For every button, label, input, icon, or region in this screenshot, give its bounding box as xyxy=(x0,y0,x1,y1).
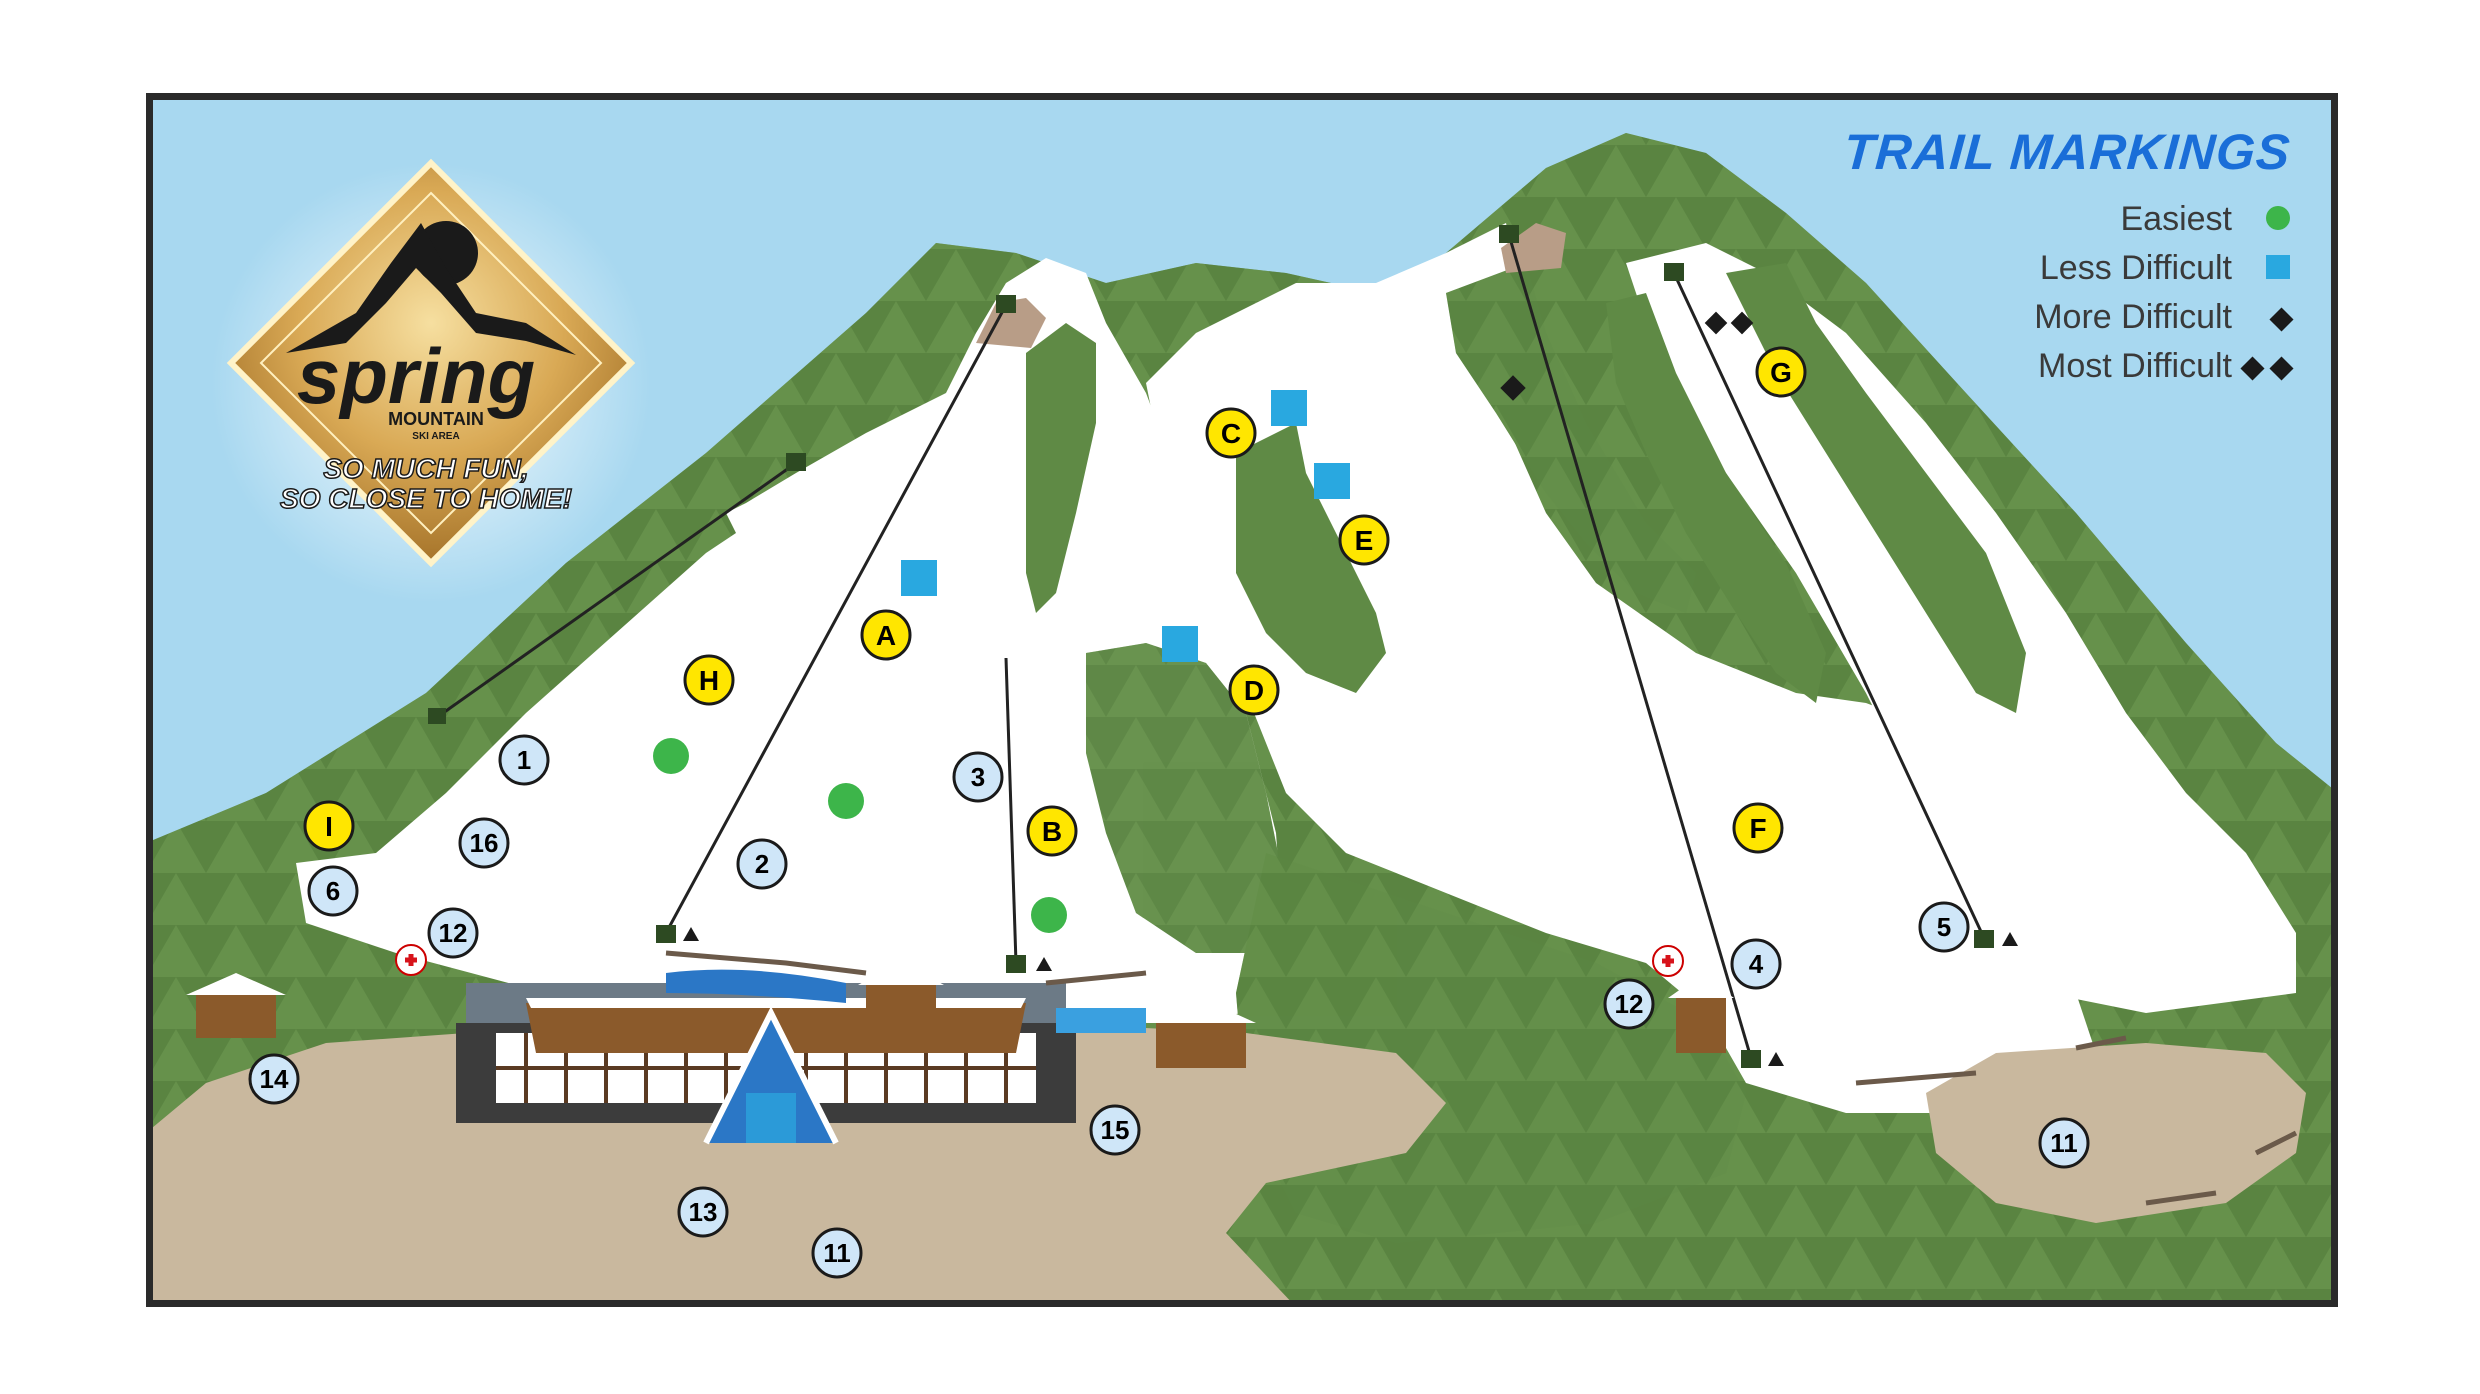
trail-label-B[interactable]: B xyxy=(1026,805,1078,857)
legend-title: TRAIL MARKINGS xyxy=(1841,124,2292,180)
facility-label-12[interactable]: 12 xyxy=(1603,978,1655,1030)
fences xyxy=(665,950,2298,1206)
facility-label-2[interactable]: 2 xyxy=(736,838,788,890)
facility-label-4[interactable]: 4 xyxy=(1730,938,1782,990)
trail-map: spring MOUNTAIN SKI AREA SO MUCH FUN, SO… xyxy=(146,93,2338,1307)
trail-labels: A B C D E F G H I xyxy=(303,346,1807,857)
double-black-diamond-icon xyxy=(2232,342,2294,391)
legend-label-most-difficult: Most Difficult xyxy=(2038,347,2232,385)
facility-labels: 1 2 3 4 5 6 11 11 11 12 12 13 14 15 16 xyxy=(248,734,2090,1279)
less-difficult-marker xyxy=(1314,463,1350,499)
base-area-right xyxy=(1926,1043,2306,1223)
trail-label-A[interactable]: A xyxy=(860,609,912,661)
legend-row-more-difficult: More Difficult xyxy=(1844,293,2294,342)
facility-label-14[interactable]: 14 xyxy=(248,1053,300,1105)
legend-label-less-difficult: Less Difficult xyxy=(2039,249,2232,287)
trail-label-I[interactable]: I xyxy=(303,800,355,852)
logo-tagline-2: SO CLOSE TO HOME! xyxy=(280,483,572,514)
trail-label-C[interactable]: C xyxy=(1205,407,1257,459)
legend-row-easiest: Easiest xyxy=(1844,195,2290,244)
svg-text:I: I xyxy=(325,811,333,842)
easiest-marker xyxy=(653,738,689,774)
svg-text:12: 12 xyxy=(1615,989,1644,1019)
easiest-marker xyxy=(828,783,864,819)
svg-text:G: G xyxy=(1770,357,1792,388)
facility-label-11[interactable]: 11 xyxy=(823,1229,851,1259)
svg-text:11: 11 xyxy=(823,1229,851,1259)
lift-triangles xyxy=(683,927,2018,1066)
svg-text:11: 11 xyxy=(823,1238,851,1268)
facility-label-11[interactable]: 11 xyxy=(2038,1117,2090,1169)
green-circle-icon xyxy=(2232,195,2290,244)
trail-label-D[interactable]: D xyxy=(1228,664,1280,716)
facility-label-6[interactable]: 6 xyxy=(307,865,359,917)
legend-row-less-difficult: Less Difficult xyxy=(1844,244,2290,293)
svg-text:D: D xyxy=(1244,675,1264,706)
logo-tagline-1: SO MUCH FUN, xyxy=(323,453,528,484)
black-diamond-icon xyxy=(2232,293,2294,342)
svg-text:2: 2 xyxy=(755,849,769,879)
first-aid-icons xyxy=(395,944,1684,977)
trail-label-G[interactable]: G xyxy=(1755,346,1807,398)
svg-text:H: H xyxy=(699,665,719,696)
svg-text:13: 13 xyxy=(689,1197,718,1227)
facility-label-3[interactable]: 3 xyxy=(952,751,1004,803)
trail-map-illustration: spring MOUNTAIN SKI AREA SO MUCH FUN, SO… xyxy=(146,93,2338,1307)
less-difficult-marker xyxy=(1271,390,1307,426)
svg-text:3: 3 xyxy=(971,762,985,792)
svg-text:E: E xyxy=(1355,525,1374,556)
svg-text:5: 5 xyxy=(1937,912,1951,942)
svg-text:15: 15 xyxy=(1101,1115,1130,1145)
trail-label-H[interactable]: H xyxy=(683,654,735,706)
svg-text:1: 1 xyxy=(517,745,531,775)
base-lodge xyxy=(456,969,1076,1145)
map-border xyxy=(146,93,2338,1307)
less-difficult-marker xyxy=(1162,626,1198,662)
side-buildings xyxy=(186,961,1734,1068)
svg-text:B: B xyxy=(1042,816,1062,847)
less-difficult-marker xyxy=(901,560,937,596)
legend-label-more-difficult: More Difficult xyxy=(2034,298,2232,336)
facility-label-1[interactable]: 1 xyxy=(498,734,550,786)
facility-label-5[interactable]: 5 xyxy=(1918,901,1970,953)
facility-label-12[interactable]: 12 xyxy=(427,907,479,959)
logo-sub2: SKI AREA xyxy=(412,431,459,442)
trail-center-bowl xyxy=(1146,223,2106,1113)
spring-mountain-logo: spring MOUNTAIN SKI AREA SO MUCH FUN, SO… xyxy=(226,158,636,568)
facility-label-16[interactable]: 16 xyxy=(458,817,510,869)
logo-brand: spring xyxy=(297,332,535,420)
legend-label-easiest: Easiest xyxy=(2120,200,2233,238)
blue-square-icon xyxy=(2232,244,2290,293)
logo-sub1: MOUNTAIN xyxy=(388,409,484,429)
facility-label-15[interactable]: 15 xyxy=(1089,1104,1141,1156)
legend-row-most-difficult: Most Difficult xyxy=(1844,342,2294,391)
trail-markings-legend: TRAIL MARKINGS Easiest Less Difficult Mo… xyxy=(1841,123,2294,391)
lift-stations xyxy=(428,225,1994,1068)
svg-text:12: 12 xyxy=(439,918,468,948)
svg-text:A: A xyxy=(876,620,896,651)
easiest-marker xyxy=(1031,897,1067,933)
trail-label-E[interactable]: E xyxy=(1338,514,1390,566)
ski-lifts xyxy=(435,234,1986,1059)
facility-label-13[interactable]: 13 xyxy=(677,1186,729,1238)
svg-text:F: F xyxy=(1749,813,1766,844)
trail-label-F[interactable]: F xyxy=(1732,802,1784,854)
svg-text:C: C xyxy=(1221,418,1241,449)
svg-text:11: 11 xyxy=(2050,1128,2078,1158)
svg-text:16: 16 xyxy=(470,828,499,858)
svg-text:4: 4 xyxy=(1749,949,1764,979)
svg-text:6: 6 xyxy=(326,876,340,906)
svg-text:14: 14 xyxy=(260,1064,289,1094)
facility-label-11[interactable]: 11 xyxy=(811,1227,863,1279)
